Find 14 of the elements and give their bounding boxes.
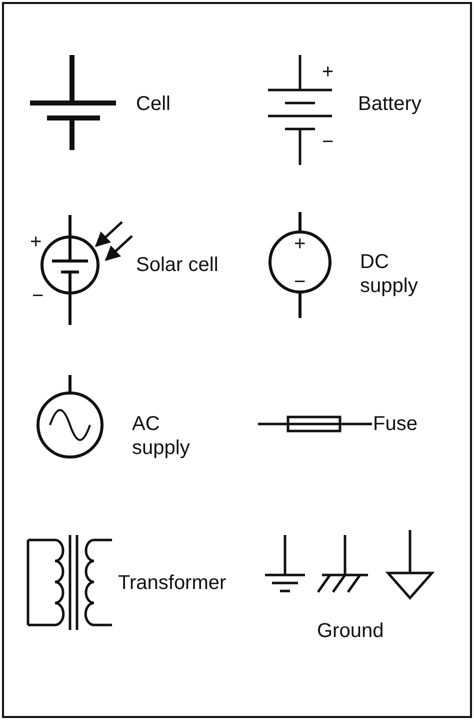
- polarity-sign: +: [30, 230, 42, 254]
- symbol-label: Ground: [317, 619, 384, 643]
- polarity-sign: −: [322, 130, 334, 154]
- symbol-label: Solar cell: [136, 253, 218, 277]
- symbol-label: Cell: [136, 92, 170, 116]
- polarity-sign: −: [32, 284, 44, 308]
- symbol-label: AC supply: [132, 412, 191, 460]
- polarity-sign: +: [294, 232, 306, 256]
- polarity-sign: +: [322, 60, 334, 84]
- symbol-label: DC supply: [360, 250, 419, 298]
- symbol-label: Transformer: [118, 571, 226, 595]
- symbol-label: Battery: [358, 92, 422, 116]
- symbol-label: Fuse: [373, 412, 418, 436]
- polarity-sign: −: [294, 270, 306, 294]
